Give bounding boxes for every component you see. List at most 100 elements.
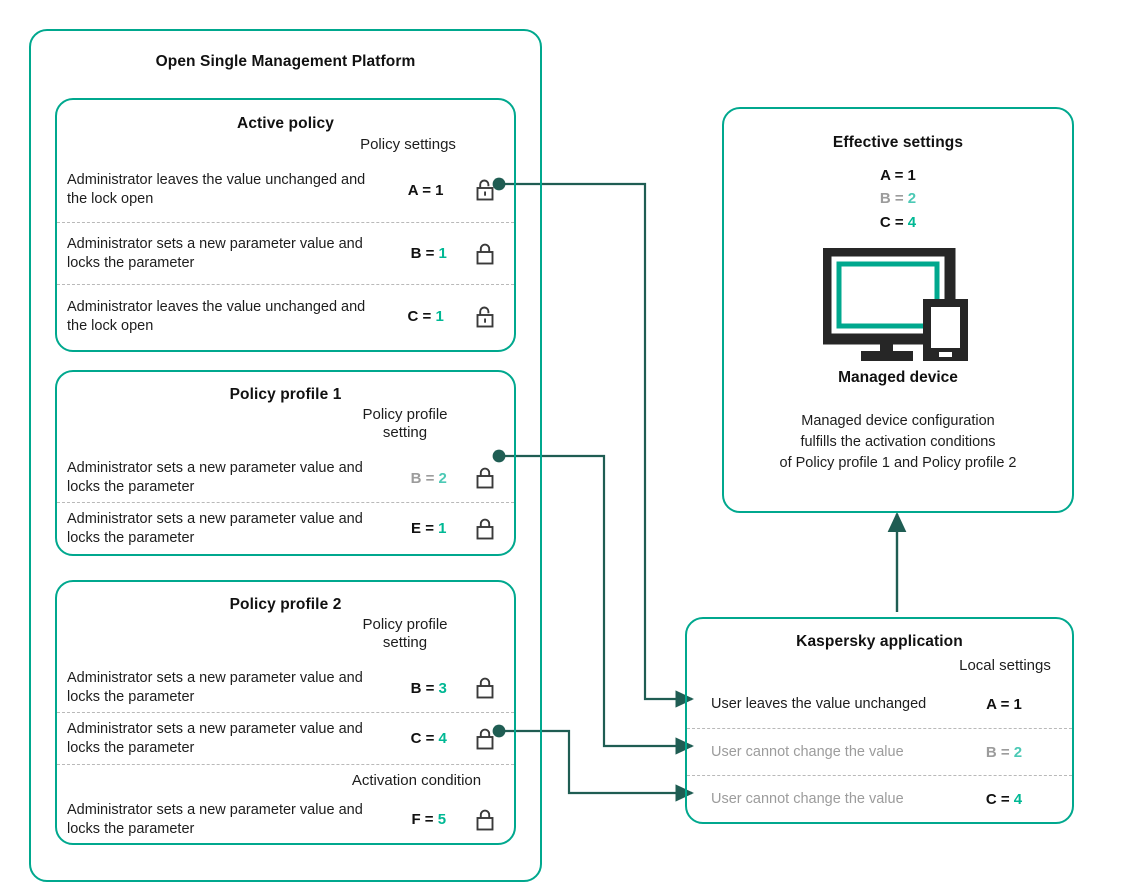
policy-profile-2-title: Policy profile 2 xyxy=(229,596,342,613)
table-row: Administrator leaves the value unchanged… xyxy=(57,284,514,348)
platform-title: Open Single Management Platform xyxy=(155,53,416,70)
kaspersky-application-card: Kaspersky application Local settings Use… xyxy=(685,617,1074,824)
effective-value: B = 2 xyxy=(724,187,1072,210)
row-value-key: C = xyxy=(407,308,432,325)
row-value: A = 1 xyxy=(954,696,1054,713)
monitor-and-phone-icon xyxy=(823,247,968,361)
row-value: C = 4 xyxy=(389,730,468,747)
row-description: User cannot change the value xyxy=(711,743,904,760)
effective-value-number: 4 xyxy=(907,213,917,231)
row-value-key: B = xyxy=(410,679,435,697)
managed-device-icon-wrap xyxy=(724,247,1072,363)
row-value-key: A = xyxy=(986,696,1010,713)
policy-profile-2-activation-header: Activation condition xyxy=(351,772,482,789)
row-value-key: C = xyxy=(985,790,1010,808)
row-value-number: 2 xyxy=(438,469,447,487)
row-value-number: 1 xyxy=(435,181,444,199)
row-value-key: B = xyxy=(410,469,435,487)
effective-value-number: 2 xyxy=(907,190,917,208)
row-value-number: 1 xyxy=(1013,696,1022,713)
lock-closed-icon[interactable] xyxy=(468,517,502,541)
table-row: Activation condition Administrator sets … xyxy=(57,764,514,850)
active-policy-title: Active policy xyxy=(237,115,334,132)
row-value-key: E = xyxy=(411,520,434,537)
lock-closed-icon[interactable] xyxy=(468,676,502,700)
policy-profile-2-column-header: Policy profile setting xyxy=(362,616,448,651)
lock-closed-icon[interactable] xyxy=(468,466,502,490)
row-value: B = 2 xyxy=(389,470,468,487)
row-value: B = 2 xyxy=(954,744,1054,761)
effective-settings-card: Effective settings A = 1 B = 2 C = 4 xyxy=(722,107,1074,513)
row-value-key: F = xyxy=(411,811,434,828)
row-value-key: B = xyxy=(985,743,1010,761)
kaspersky-application-title: Kaspersky application xyxy=(796,633,963,650)
row-value-number: 3 xyxy=(438,679,447,697)
active-policy-card: Active policy Policy settings Administra… xyxy=(55,98,516,352)
table-row: User leaves the value unchanged A = 1 xyxy=(687,681,1072,728)
row-value-number: 1 xyxy=(438,520,447,537)
policy-profile-1-title: Policy profile 1 xyxy=(229,386,342,403)
table-row: Administrator sets a new parameter value… xyxy=(57,454,514,502)
row-value: B = 3 xyxy=(389,680,468,697)
effective-settings-values: A = 1 B = 2 C = 4 xyxy=(724,164,1072,234)
row-description: User leaves the value unchanged xyxy=(711,696,927,713)
row-value-key: B = xyxy=(410,245,435,262)
policy-profile-2-rows: Administrator sets a new parameter value… xyxy=(57,664,514,850)
row-description: Administrator sets a new parameter value… xyxy=(67,235,363,271)
lock-closed-icon[interactable] xyxy=(468,242,502,266)
managed-device-note-line: fulfills the activation conditions xyxy=(800,433,996,450)
row-description: Administrator sets a new parameter value… xyxy=(67,801,363,837)
table-row: Administrator sets a new parameter value… xyxy=(57,502,514,554)
effective-value: A = 1 xyxy=(724,164,1072,187)
row-description: Administrator sets a new parameter value… xyxy=(67,670,363,705)
active-policy-column-header: Policy settings xyxy=(360,136,456,153)
row-description: Administrator sets a new parameter value… xyxy=(67,720,363,756)
policy-profile-1-column-header: Policy profile setting xyxy=(362,406,448,441)
table-row: Administrator sets a new parameter value… xyxy=(57,712,514,764)
lock-closed-icon[interactable] xyxy=(468,808,502,832)
effective-value-key: B = xyxy=(879,190,904,208)
effective-value: C = 4 xyxy=(724,211,1072,234)
row-value: F = 5 xyxy=(389,811,468,828)
row-value-number: 1 xyxy=(435,308,444,325)
effective-value-key: A = xyxy=(880,167,904,184)
table-row: Administrator leaves the value unchanged… xyxy=(57,158,514,222)
table-row: Administrator sets a new parameter value… xyxy=(57,222,514,284)
row-description: User cannot change the value xyxy=(711,790,904,807)
row-value: C = 4 xyxy=(954,791,1054,808)
policy-profile-1-card: Policy profile 1 Policy profile setting … xyxy=(55,370,516,556)
row-description: Administrator sets a new parameter value… xyxy=(67,460,363,495)
managed-device-caption: Managed device xyxy=(838,368,958,386)
active-policy-rows: Administrator leaves the value unchanged… xyxy=(57,158,514,348)
lock-open-icon[interactable] xyxy=(468,178,502,202)
row-value-number: 1 xyxy=(438,245,447,262)
lock-open-icon[interactable] xyxy=(468,305,502,329)
open-single-management-platform-container: Open Single Management Platform xyxy=(29,29,542,882)
row-value-key: A = xyxy=(407,181,431,199)
managed-device-note: Managed device configuration fulfills th… xyxy=(724,411,1072,474)
effective-settings-title: Effective settings xyxy=(832,134,964,151)
managed-device-note-line: of Policy profile 1 and Policy profile 2 xyxy=(779,454,1017,471)
effective-value-number: 1 xyxy=(907,167,916,184)
table-row: User cannot change the value C = 4 xyxy=(687,775,1072,822)
row-value-key: C = xyxy=(410,730,435,747)
row-description: Administrator sets a new parameter value… xyxy=(67,510,363,546)
table-row: User cannot change the value B = 2 xyxy=(687,728,1072,775)
kaspersky-local-settings-header: Local settings xyxy=(959,657,1051,674)
row-description: Administrator leaves the value unchanged… xyxy=(67,172,366,207)
lock-closed-icon[interactable] xyxy=(468,727,502,751)
kaspersky-application-rows: User leaves the value unchanged A = 1 Us… xyxy=(687,681,1072,822)
row-value: C = 1 xyxy=(383,308,468,325)
row-value: A = 1 xyxy=(383,182,468,199)
table-row: Administrator sets a new parameter value… xyxy=(57,664,514,712)
row-value-number: 4 xyxy=(1013,790,1023,808)
policy-profile-2-card: Policy profile 2 Policy profile setting … xyxy=(55,580,516,845)
effective-value-key: C = xyxy=(879,213,904,231)
row-value-number: 4 xyxy=(438,730,447,747)
row-value-number: 5 xyxy=(437,811,447,828)
managed-device-note-line: Managed device configuration xyxy=(801,412,995,429)
row-value: E = 1 xyxy=(389,520,468,537)
row-value: B = 1 xyxy=(389,245,468,262)
row-description: Administrator leaves the value unchanged… xyxy=(67,298,366,334)
